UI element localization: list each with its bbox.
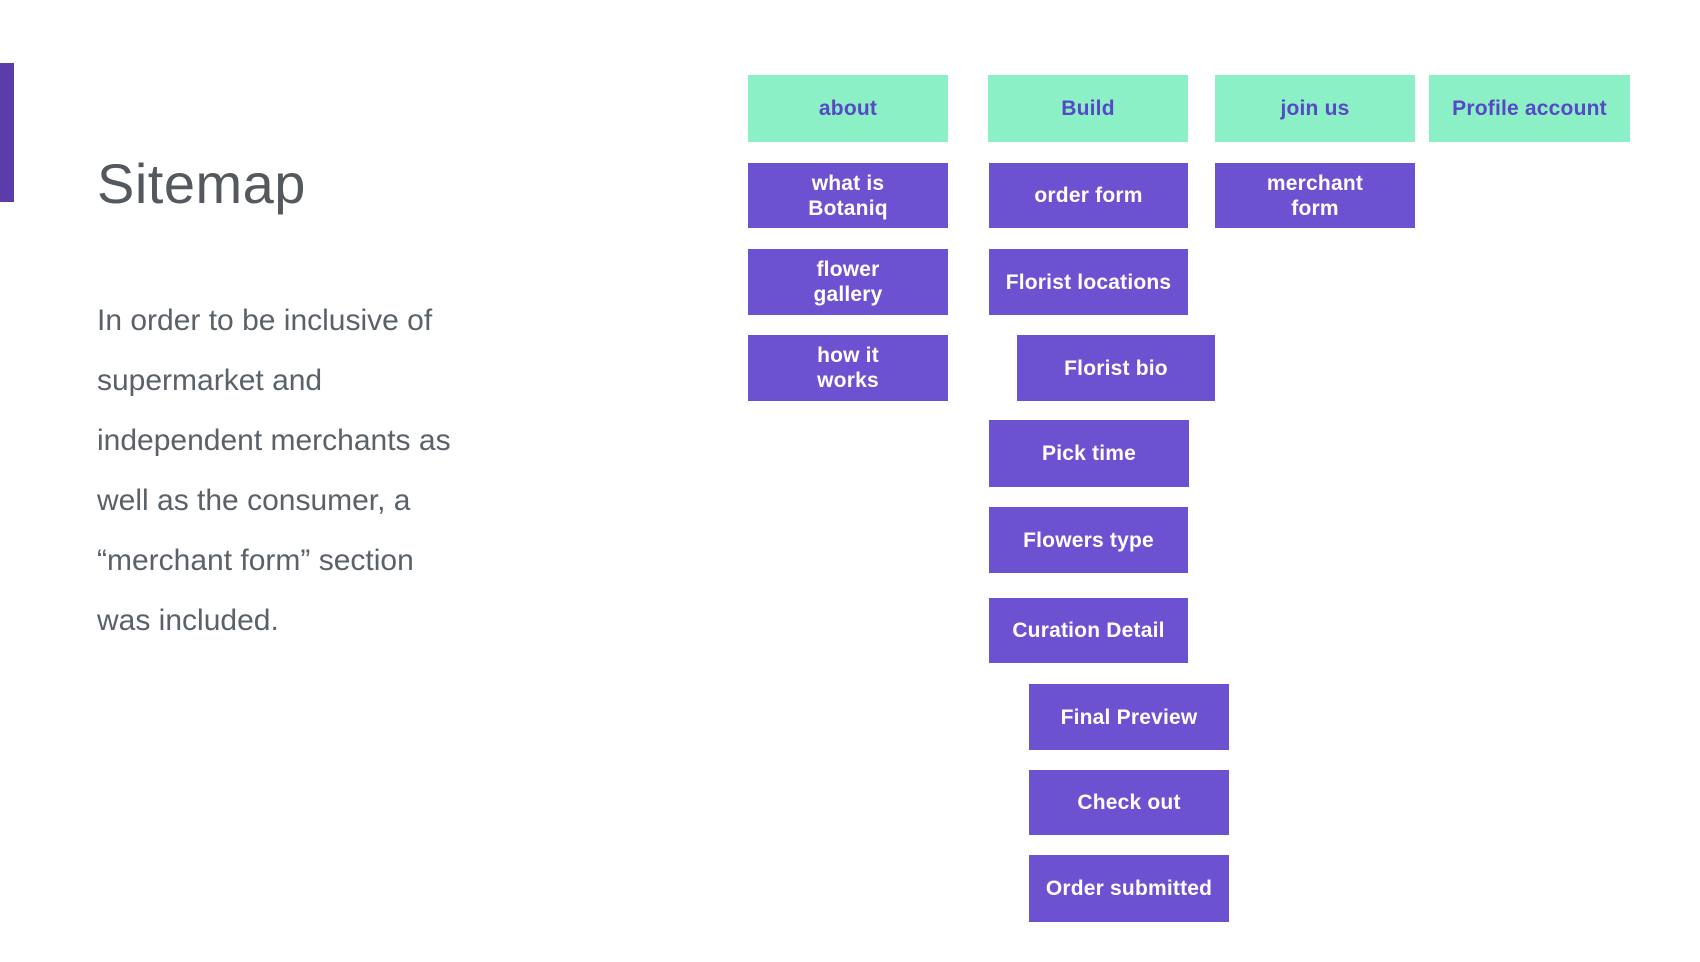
sitemap-node-order-submitted: Order submitted bbox=[1029, 855, 1229, 922]
sitemap-node-label: what is Botaniq bbox=[808, 171, 888, 220]
sitemap-node-label: join us bbox=[1280, 97, 1350, 120]
sitemap-node-label: order form bbox=[1034, 184, 1143, 207]
sitemap-node-how-it-works: how it works bbox=[748, 335, 948, 401]
description-line: was included. bbox=[97, 604, 279, 637]
sitemap-node-label: Profile account bbox=[1452, 97, 1607, 120]
sitemap-node-label: how it works bbox=[817, 344, 879, 392]
sitemap-node-join-us: join us bbox=[1215, 75, 1415, 142]
sitemap-node-check-out: Check out bbox=[1029, 770, 1229, 835]
sitemap-node-what-is-botaniq: what is Botaniq bbox=[748, 163, 948, 228]
sitemap-node-label: Check out bbox=[1077, 791, 1181, 814]
description-line: independent merchants as bbox=[97, 424, 451, 457]
sitemap-node-label: flower gallery bbox=[813, 258, 883, 306]
sitemap-node-flowers-type: Flowers type bbox=[989, 507, 1188, 573]
description-paragraph: In order to be inclusive of supermarket … bbox=[97, 291, 577, 651]
sitemap-node-label: Order submitted bbox=[1045, 877, 1213, 900]
sitemap-node-label: Pick time bbox=[1041, 442, 1136, 465]
sitemap-node-florist-locations: Florist locations bbox=[989, 249, 1188, 315]
page-title: Sitemap bbox=[97, 151, 306, 215]
sitemap-node-label: about bbox=[818, 97, 878, 120]
sitemap-node-pick-time: Pick time bbox=[989, 420, 1189, 487]
accent-bar bbox=[0, 63, 14, 202]
sitemap-node-flower-gallery: flower gallery bbox=[748, 249, 948, 315]
sitemap-node-profile-account: Profile account bbox=[1429, 75, 1630, 142]
sitemap-node-label: Florist locations bbox=[1005, 270, 1172, 294]
sitemap-node-final-preview: Final Preview bbox=[1029, 684, 1229, 750]
sitemap-node-florist-bio: Florist bio bbox=[1017, 335, 1215, 401]
sitemap-node-label: Curation Detail bbox=[1012, 619, 1165, 642]
sitemap-node-label: Flowers type bbox=[1023, 528, 1154, 552]
description-line: supermarket and bbox=[97, 364, 323, 397]
sitemap-node-label: merchant form bbox=[1266, 171, 1364, 220]
sitemap-node-label: Florist bio bbox=[1064, 356, 1168, 380]
sitemap-node-curation-detail: Curation Detail bbox=[989, 598, 1188, 663]
sitemap-node-label: Build bbox=[1061, 97, 1115, 120]
sitemap-node-merchant-form: merchant form bbox=[1215, 163, 1415, 228]
description-line: In order to be inclusive of bbox=[97, 304, 433, 337]
description-line: “merchant form” section bbox=[97, 544, 414, 577]
sitemap-node-about: about bbox=[748, 75, 948, 142]
sitemap-node-build: Build bbox=[988, 75, 1188, 142]
description-line: well as the consumer, a bbox=[97, 484, 411, 517]
sitemap-node-label: Final Preview bbox=[1060, 705, 1198, 729]
sitemap-node-order-form: order form bbox=[989, 163, 1188, 228]
